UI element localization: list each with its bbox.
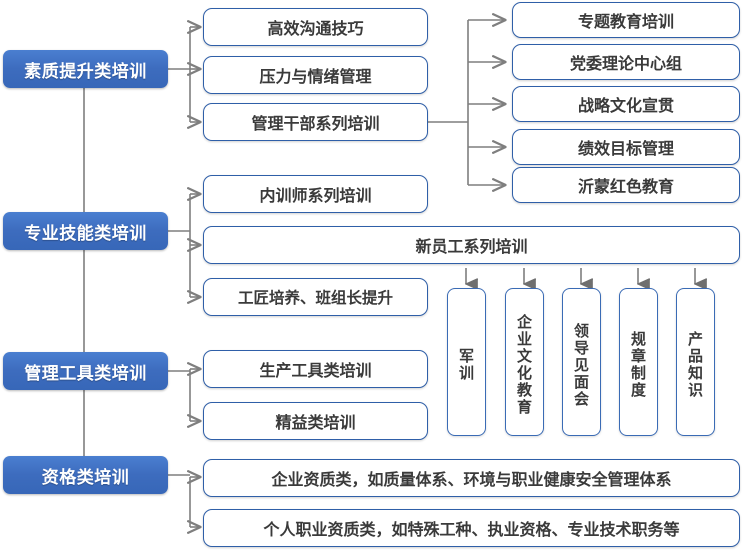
category-pill-gongju[interactable]: 管理工具类培训 [3, 352, 168, 390]
node-geren-zhiye-zizhi[interactable]: 个人职业资质类，如特殊工种、执业资格、专业技术职务等 [203, 509, 740, 547]
node-qiye-wenhua[interactable]: 企业文化教育 [505, 288, 544, 436]
node-label: 高效沟通技巧 [267, 19, 364, 38]
node-junxun[interactable]: 军训 [447, 288, 486, 436]
node-shengchan-gongju[interactable]: 生产工具类培训 [203, 350, 428, 388]
node-label: 绩效目标管理 [577, 139, 674, 158]
node-label: 领导见面会 [572, 322, 590, 408]
node-gaoxiao-goutong[interactable]: 高效沟通技巧 [203, 8, 428, 46]
node-yimeng-hongse[interactable]: 沂蒙红色教育 [512, 167, 740, 203]
category-label: 管理工具类培训 [24, 363, 147, 384]
node-jingyi-peixun[interactable]: 精益类培训 [203, 402, 428, 440]
node-label: 个人职业资质类，如特殊工种、执业资格、专业技术职务等 [263, 520, 680, 539]
category-label: 专业技能类培训 [24, 223, 147, 244]
node-yali-qingxu[interactable]: 压力与情绪管理 [203, 56, 428, 94]
node-guanli-ganbu[interactable]: 管理干部系列培训 [203, 103, 428, 141]
node-label: 沂蒙红色教育 [577, 177, 674, 196]
category-pill-jineng[interactable]: 专业技能类培训 [3, 212, 168, 250]
node-label: 产品知识 [686, 331, 704, 399]
node-label: 管理干部系列培训 [251, 114, 380, 133]
node-zhuanti-jiaoyu[interactable]: 专题教育培训 [512, 2, 740, 38]
node-label: 企业资质类，如质量体系、环境与职业健康安全管理体系 [271, 470, 672, 489]
node-label: 精益类培训 [275, 413, 356, 432]
node-gongjiang-banzuzhang[interactable]: 工匠培养、班组长提升 [203, 278, 428, 316]
category-label: 素质提升类培训 [24, 61, 147, 82]
node-lingdao-jianmianhui[interactable]: 领导见面会 [562, 288, 601, 436]
node-label: 军训 [457, 348, 475, 382]
node-label: 企业文化教育 [515, 314, 533, 416]
node-label: 规章制度 [629, 331, 647, 399]
node-label: 压力与情绪管理 [259, 67, 372, 86]
node-label: 专题教育培训 [577, 12, 674, 31]
node-guizhang-zhidu[interactable]: 规章制度 [619, 288, 658, 436]
node-label: 党委理论中心组 [569, 54, 682, 73]
node-label: 战略文化宣贯 [577, 96, 674, 115]
category-pill-suzhi[interactable]: 素质提升类培训 [3, 50, 168, 88]
node-label: 内训师系列培训 [259, 186, 372, 205]
node-qiye-zizhi[interactable]: 企业资质类，如质量体系、环境与职业健康安全管理体系 [203, 459, 740, 497]
node-neixunshi[interactable]: 内训师系列培训 [203, 175, 428, 213]
node-zhanlue-wenhua[interactable]: 战略文化宣贯 [512, 86, 740, 122]
node-label: 生产工具类培训 [259, 361, 372, 380]
node-xinyuangong[interactable]: 新员工系列培训 [203, 226, 740, 264]
category-label: 资格类培训 [41, 467, 130, 488]
category-pill-zige[interactable]: 资格类培训 [3, 456, 168, 494]
node-jixiao-mubiao[interactable]: 绩效目标管理 [512, 129, 740, 165]
node-label: 新员工系列培训 [415, 237, 528, 256]
node-label: 工匠培养、班组长提升 [237, 289, 393, 307]
node-dangwei-lilun[interactable]: 党委理论中心组 [512, 44, 740, 80]
node-chanpin-zhishi[interactable]: 产品知识 [676, 288, 715, 436]
